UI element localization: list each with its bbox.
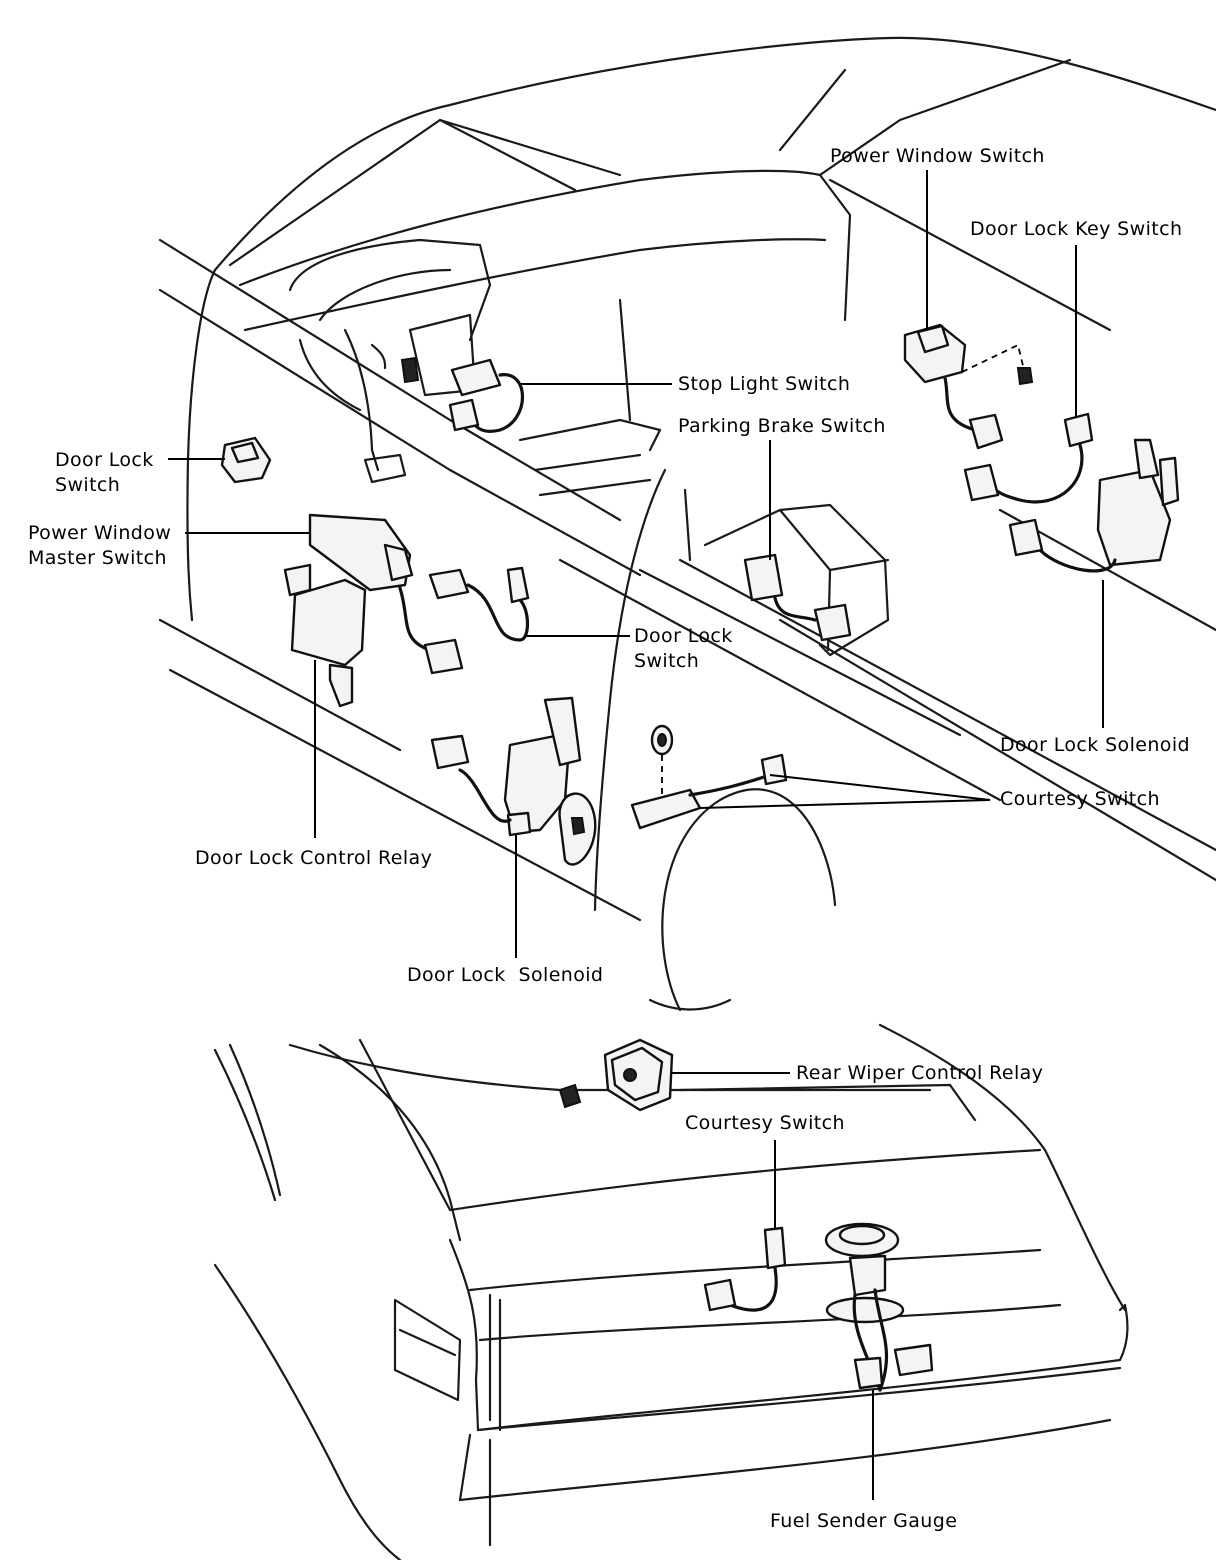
label-door-lock-solenoid-right: Door Lock Solenoid xyxy=(1000,734,1190,756)
door-lock-switch-mid-part xyxy=(428,566,530,642)
parking-brake-switch-part xyxy=(743,553,852,642)
power-window-master-switch-part xyxy=(308,513,464,675)
stop-light-switch-part xyxy=(400,356,524,433)
door-lock-switch-left-part xyxy=(220,436,272,484)
label-power-window-master-switch-line2: Master Switch xyxy=(28,547,167,569)
label-parking-brake-switch: Parking Brake Switch xyxy=(678,415,886,437)
label-door-lock-switch-mid-line1: Door Lock xyxy=(634,625,733,647)
labels: Power Window Switch Door Lock Key Switch… xyxy=(28,145,1190,1532)
label-door-lock-solenoid-front: Door Lock Solenoid xyxy=(407,964,603,986)
label-door-lock-switch-left-line2: Switch xyxy=(55,474,120,496)
label-courtesy-switch-rear: Courtesy Switch xyxy=(685,1112,845,1134)
door-lock-control-relay-part xyxy=(283,563,367,708)
leader-lines xyxy=(168,170,1104,1500)
label-rear-wiper-control-relay: Rear Wiper Control Relay xyxy=(796,1062,1043,1084)
label-door-lock-switch-mid-line2: Switch xyxy=(634,650,699,672)
door-lock-key-switch-part xyxy=(963,412,1094,504)
label-courtesy-switch-front: Courtesy Switch xyxy=(1000,788,1160,810)
door-lock-solenoid-front-part xyxy=(430,696,597,866)
courtesy-switch-front-part xyxy=(630,724,788,830)
rear-wiper-control-relay-part xyxy=(558,1038,674,1112)
label-door-lock-control-relay: Door Lock Control Relay xyxy=(195,847,432,869)
label-door-lock-key-switch: Door Lock Key Switch xyxy=(970,218,1182,240)
car-rear-outline xyxy=(213,1023,1129,1560)
label-stop-light-switch: Stop Light Switch xyxy=(678,373,850,395)
car-interior-outline xyxy=(158,36,1216,1012)
label-power-window-switch: Power Window Switch xyxy=(830,145,1045,167)
power-window-switch-part xyxy=(903,323,1034,450)
door-lock-solenoid-right-part xyxy=(1008,438,1180,573)
label-power-window-master-switch-line1: Power Window xyxy=(28,522,171,544)
fuel-sender-gauge-part xyxy=(824,1222,934,1392)
courtesy-switch-rear-part xyxy=(703,1226,787,1312)
label-door-lock-switch-left-line1: Door Lock xyxy=(55,449,154,471)
label-fuel-sender-gauge: Fuel Sender Gauge xyxy=(770,1510,957,1532)
